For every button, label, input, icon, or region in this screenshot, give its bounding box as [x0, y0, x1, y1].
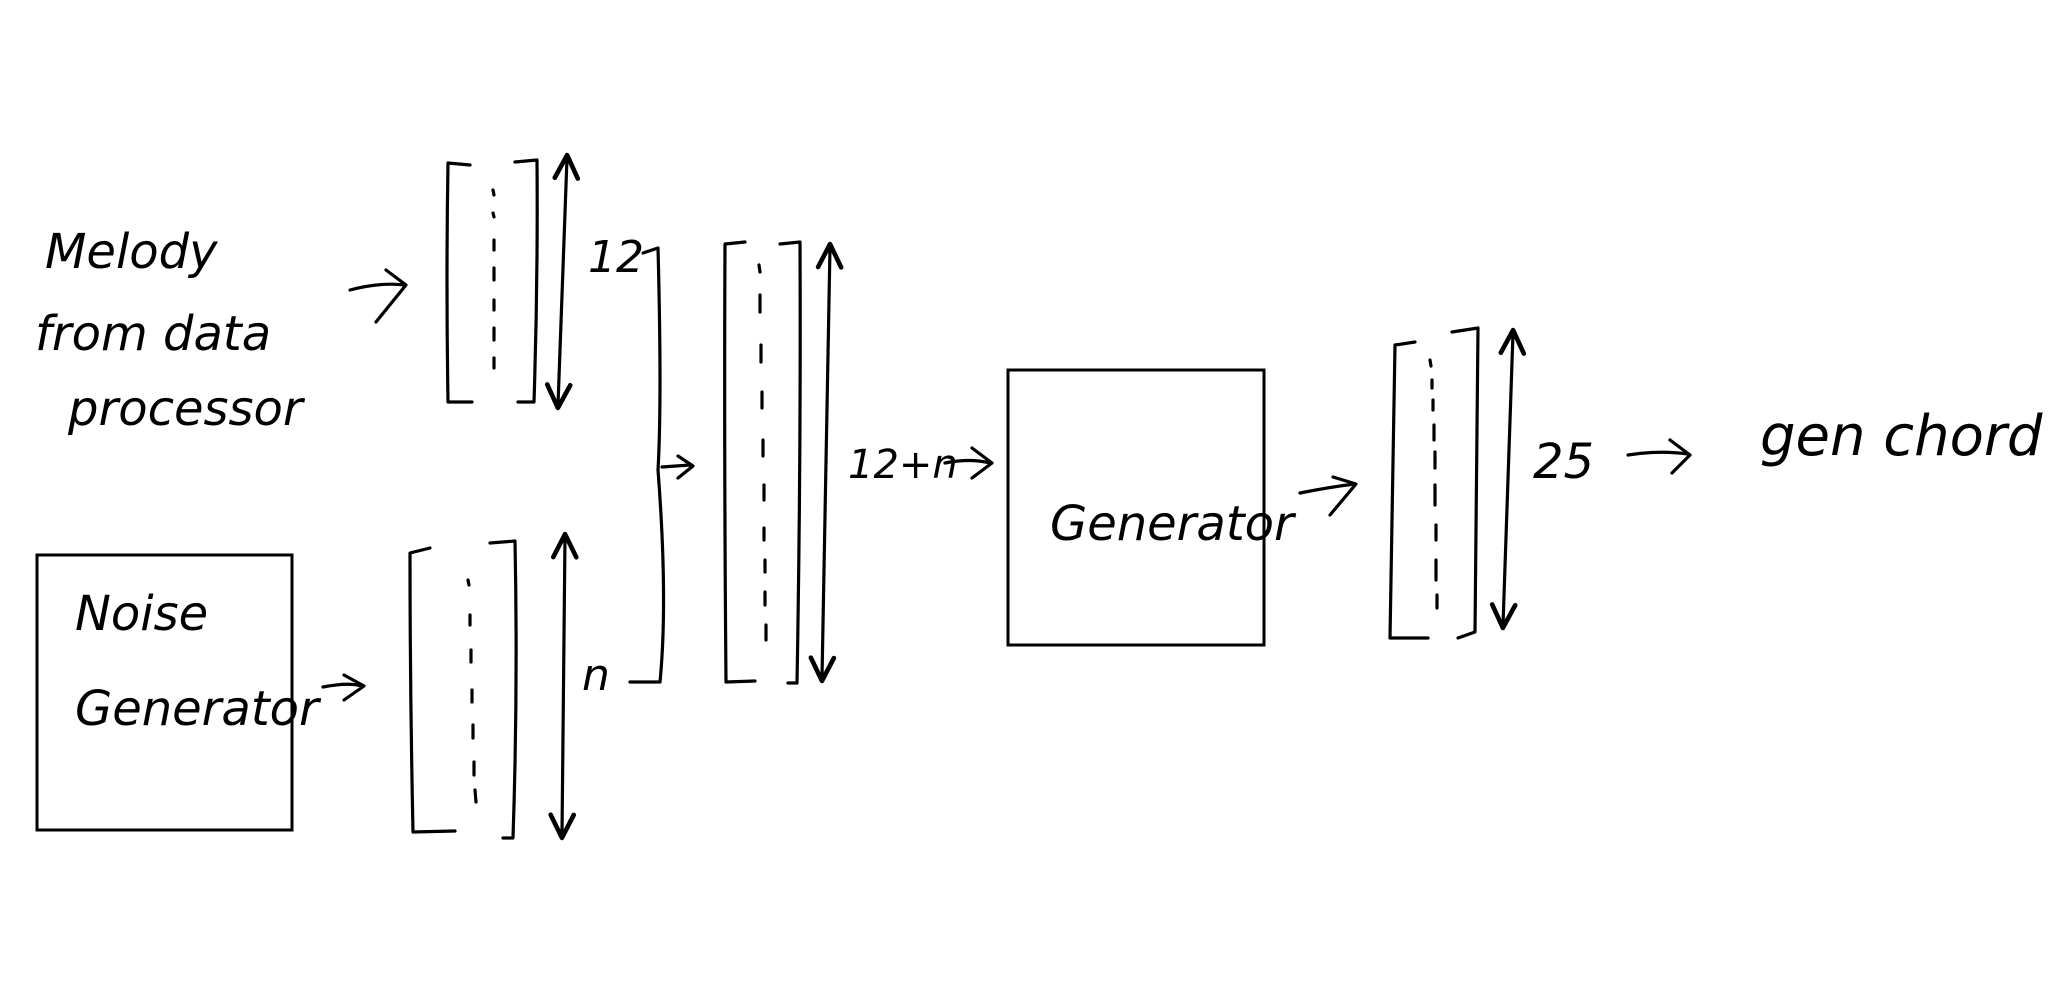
melody-dim-label: 12 [588, 232, 644, 283]
noise-generator-label-line-2: Generator [75, 681, 322, 737]
output-vector-dim-arrow [1489, 327, 1527, 631]
generator-box: Generator [1006, 368, 1297, 647]
concat-to-generator-arrow [943, 446, 994, 480]
noise-arrow [321, 673, 366, 702]
generator-label: Generator [1050, 496, 1297, 552]
output-dim-label: 25 [1533, 434, 1594, 490]
output-vector-right-bracket [1450, 326, 1480, 640]
melody-arrow [348, 268, 408, 324]
merge-bracket [628, 246, 695, 684]
melody-vector-dots [491, 188, 496, 370]
noise-vector-right-bracket [488, 539, 518, 840]
concat-vector-dim-arrow [808, 241, 844, 684]
output-vector-left-bracket [1388, 340, 1430, 640]
output-vector-dots [1428, 358, 1439, 610]
noise-generator-label-line-1: Noise [75, 586, 208, 642]
melody-label-line-3: processor [67, 381, 306, 437]
gen-chord-label: gen chord [1760, 404, 2043, 469]
noise-vector [408, 531, 579, 841]
noise-dim-label: n [582, 650, 610, 701]
melody-vector [445, 152, 581, 411]
generator-arrow [1298, 475, 1358, 517]
melody-vector-left-bracket [445, 161, 474, 404]
noise-generator-box: Noise Generator [35, 553, 322, 832]
melody-label-line-1: Melody [45, 224, 218, 280]
noise-vector-dim-arrow [548, 531, 579, 841]
concat-vector-right-bracket [778, 240, 802, 685]
concat-vector-left-bracket [723, 240, 757, 684]
concat-vector [723, 240, 844, 685]
melody-vector-right-bracket [513, 158, 539, 404]
noise-vector-dots [466, 578, 478, 804]
melody-label: Melody from data processor [35, 224, 306, 437]
concat-dim-label: 12+n [848, 442, 958, 488]
melody-vector-dim-arrow [544, 152, 581, 411]
output-arrow [1626, 438, 1692, 475]
concat-vector-dots [757, 263, 768, 642]
melody-label-line-2: from data [35, 306, 271, 362]
output-vector [1388, 326, 1527, 640]
noise-vector-left-bracket [408, 546, 457, 834]
